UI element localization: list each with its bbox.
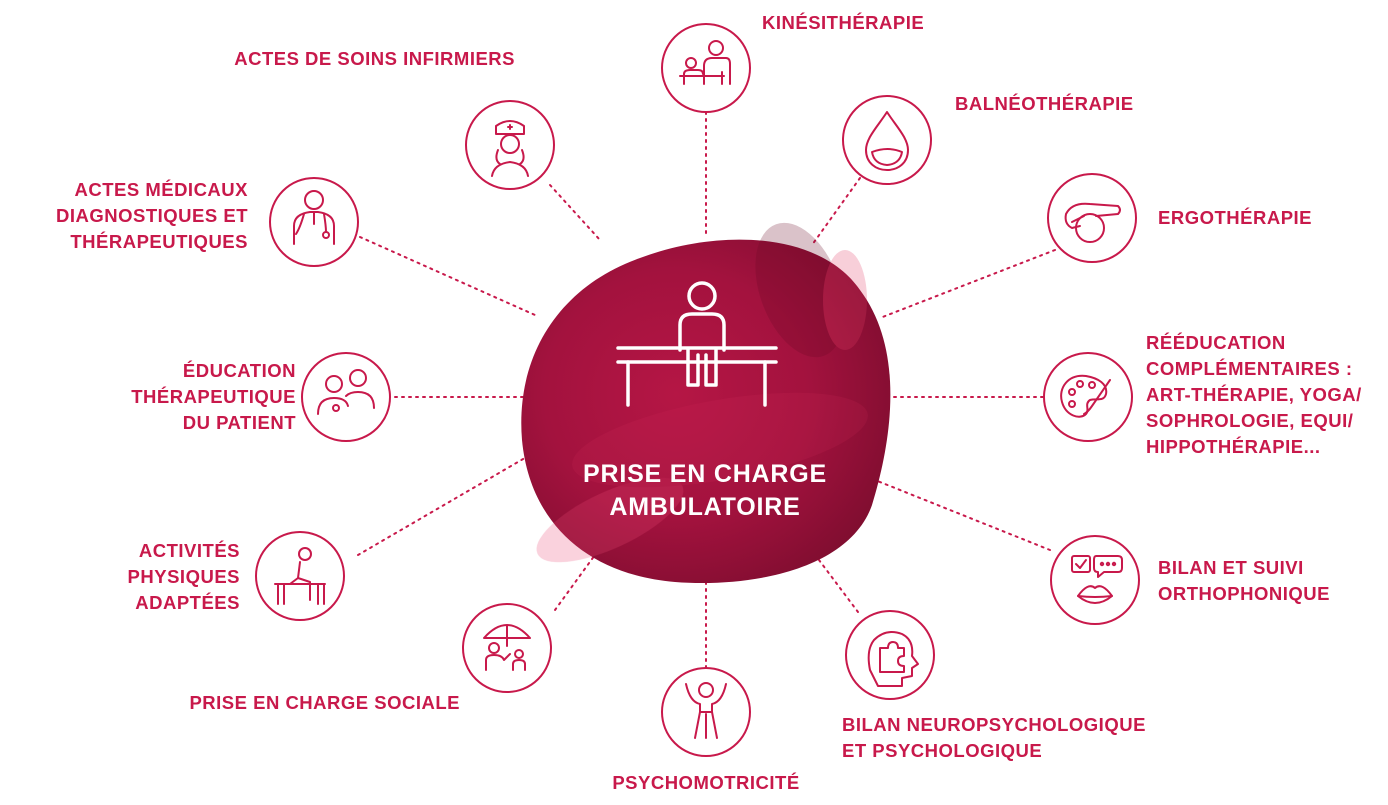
connector-actes-medicaux — [359, 236, 536, 316]
center-title: PRISE EN CHARGE AMBULATOIRE — [583, 460, 827, 521]
water-drop-icon — [865, 111, 909, 171]
connector-neuropsychologie — [809, 547, 859, 613]
label-sociale: PRISE EN CHARGE SOCIALE — [189, 692, 460, 713]
center-photo-overlay — [536, 222, 868, 563]
connector-ergotherapie — [879, 249, 1056, 319]
ergotherapie-circle — [1047, 173, 1137, 263]
connector-lines — [357, 111, 1056, 669]
label-ergotherapie: ERGOTHÉRAPIE — [1158, 207, 1313, 228]
sociale-circle — [462, 603, 552, 693]
orthophonie-circle — [1050, 535, 1140, 625]
label-reeducation: RÉÉDUCATION COMPLÉMENTAIRES : ART-THÉRAP… — [1146, 332, 1362, 457]
soins-infirmiers-circle — [465, 100, 555, 190]
reeducation-circle — [1043, 352, 1133, 442]
label-actes-medicaux: ACTES MÉDICAUX DIAGNOSTIQUES ET THÉRAPEU… — [56, 179, 248, 252]
brain-puzzle-icon — [867, 631, 919, 687]
label-soins-infirmiers: ACTES DE SOINS INFIRMIERS — [234, 48, 515, 69]
activites-circle — [255, 531, 345, 621]
person-arms-up-icon — [685, 682, 727, 739]
label-orthophonie: BILAN ET SUIVI ORTHOPHONIQUE — [1158, 557, 1330, 604]
speech-lips-icon — [1071, 555, 1123, 604]
label-kinesitherapie: KINÉSITHÉRAPIE — [762, 12, 925, 33]
exercise-bench-icon — [274, 547, 326, 605]
connector-orthophonie — [869, 477, 1051, 551]
connector-balneotherapie — [811, 177, 861, 246]
two-people-medical-icon — [317, 369, 375, 415]
label-activites: ACTIVITÉS PHYSIQUES ADAPTÉES — [127, 540, 240, 613]
palette-brush-icon — [1060, 374, 1111, 418]
connector-sociale — [554, 547, 601, 611]
physiotherapy-icon — [679, 40, 731, 85]
kinesitherapie-circle — [661, 23, 751, 113]
education-circle — [301, 352, 391, 442]
connector-activites — [357, 447, 543, 556]
connector-soins-infirmiers — [549, 184, 601, 241]
label-neuropsychologie: BILAN NEUROPSYCHOLOGIQUE ET PSYCHOLOGIQU… — [842, 714, 1146, 761]
label-education: ÉDUCATION THÉRAPEUTIQUE DU PATIENT — [131, 360, 296, 433]
doctor-stethoscope-icon — [293, 190, 335, 245]
patient-on-bench-icon — [616, 281, 778, 407]
center-blob — [521, 239, 891, 584]
hand-ball-icon — [1064, 202, 1121, 243]
umbrella-family-icon — [483, 624, 531, 671]
label-balneotherapie: BALNÉOTHÉRAPIE — [955, 93, 1134, 114]
balneotherapie-circle — [842, 95, 932, 185]
nurse-icon — [491, 120, 529, 177]
label-psychomotricite: PSYCHOMOTRICITÉ — [612, 772, 800, 793]
